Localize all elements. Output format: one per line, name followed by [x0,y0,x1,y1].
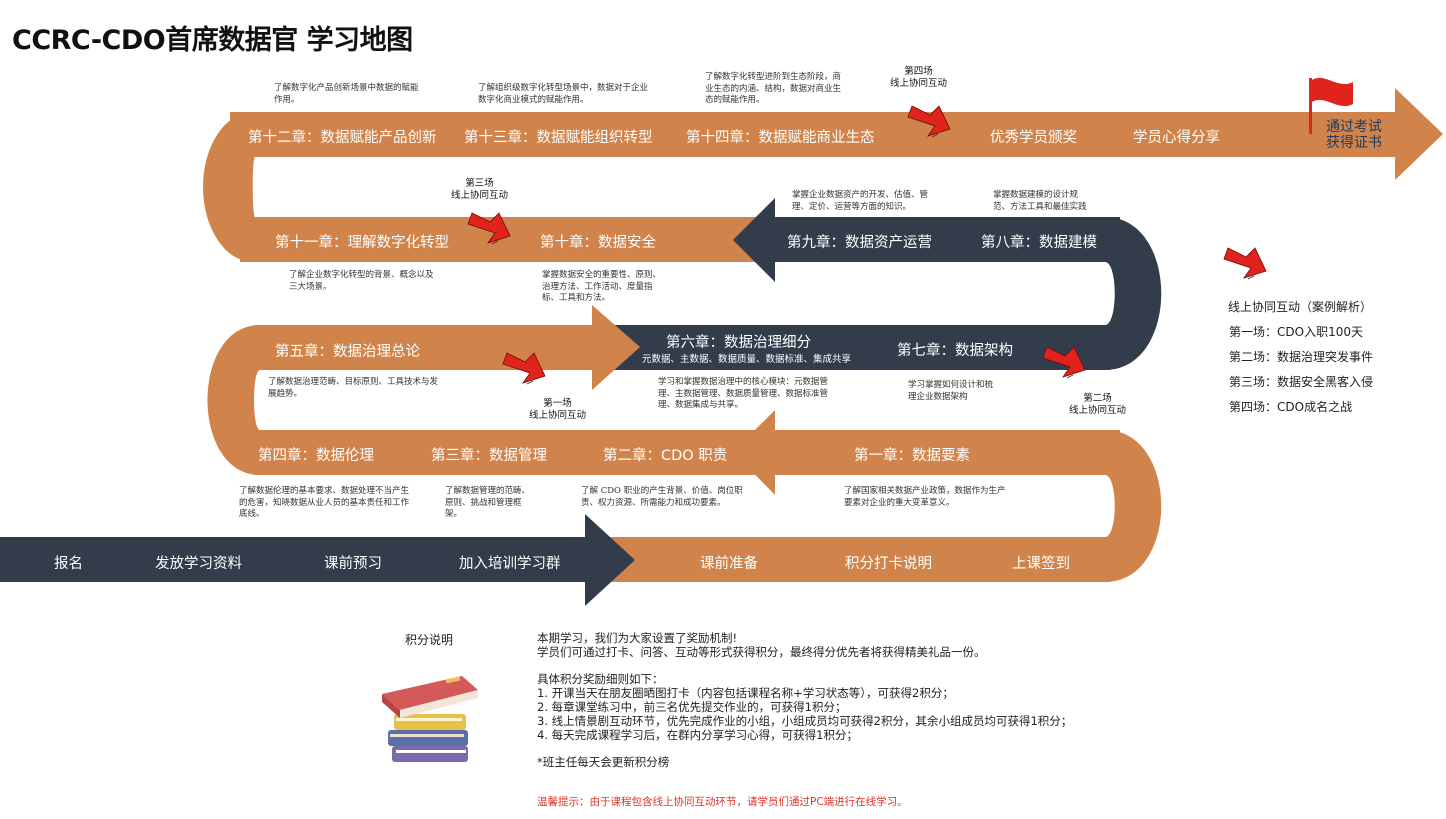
session-2-number: 第二场 [1083,393,1112,404]
points-rule-3: 3. 线上情景剧互动环节，优先完成作业的小组，小组成员均可获得2积分，其余小组成… [537,713,1073,728]
chapter-10-label[interactable]: 第十章：数据安全 [540,235,656,251]
materials-step[interactable]: 发放学习资料 [155,556,242,572]
points-rule-4: 4. 每天完成课程学习后，在群内分享学习心得，可获得1积分； [537,727,858,742]
points-note: *班主任每天会更新积分榜 [537,755,670,770]
chapter-14-desc: 了解数字化转型进阶到生态阶段，商业生态的内涵、结构，数据对商业生态的赋能作用。 [705,72,842,105]
session-legend-title: 线上协同互动（案例解析） [1228,300,1373,314]
session-3-number: 第三场 [465,178,494,189]
chapter-7-label[interactable]: 第七章：数据架构 [897,343,1013,359]
signup-step[interactable]: 报名 [54,556,83,572]
checkin-step[interactable]: 上课签到 [1012,556,1070,572]
chapter-11-desc: 了解企业数字化转型的背景、概念以及三大场景。 [289,270,434,292]
goal-line-2: 获得证书 [1326,135,1382,151]
prep-step[interactable]: 课前准备 [700,556,758,572]
session-2-callout: 第二场 线上协同互动 [1069,393,1126,417]
chapter-1-desc: 了解国家相关数据产业政策，数据作为生产要素对企业的重大变革意义。 [844,486,1006,508]
chapter-8-desc: 掌握数据建模的设计规范、方法工具和最佳实践 [993,190,1087,212]
session-4-type: 线上协同互动 [890,78,948,89]
chapter-12-label[interactable]: 第十二章：数据赋能产品创新 [248,130,437,146]
chapter-9-label[interactable]: 第九章：数据资产运营 [787,235,932,251]
session-legend-item: 第三场：数据安全黑客入侵 [1229,375,1374,389]
award-ceremony-label[interactable]: 优秀学员颁奖 [990,130,1077,146]
books-stack-icon [382,676,478,762]
chapter-8-label[interactable]: 第八章：数据建模 [981,235,1097,251]
session-3-type: 线上协同互动 [451,190,509,201]
chapter-4-label[interactable]: 第四章：数据伦理 [258,448,374,464]
chapter-5-label[interactable]: 第五章：数据治理总论 [275,344,420,360]
chapter-5-desc: 了解数据治理范畴、目标原则、工具技术与发展趋势。 [268,377,439,399]
session-1-number: 第一场 [543,398,572,409]
goal-certificate: 通过考试 获得证书 [1326,119,1382,151]
points-rule-1: 1. 开课当天在朋友圈晒图打卡（内容包括课程名称+学习状态等），可获得2积分； [537,686,954,701]
chapter-2-desc: 了解 CDO 职业的产生背景、价值、岗位职责、权力资源、所需能力和成功要素。 [581,486,743,508]
preview-step[interactable]: 课前预习 [324,556,382,572]
chapter-12-desc: 了解数字化产品创新场景中数据的赋能作用。 [274,83,419,105]
chapter-14-label[interactable]: 第十四章：数据赋能商业生态 [686,130,875,146]
chapter-6-desc: 学习和掌握数据治理中的核心模块：元数据管理、主数据管理、数据质量管理、数据标准管… [658,377,829,410]
join-group-step[interactable]: 加入培训学习群 [459,556,561,572]
chapter-6-subtopics: 元数据、主数据、数据质量、数据标准、集成共享 [642,354,852,365]
chapter-6-label[interactable]: 第六章：数据治理细分 [666,335,811,351]
points-intro-1: 本期学习，我们为大家设置了奖励机制! [537,631,738,645]
session-legend-item: 第一场：CDO入职100天 [1229,325,1363,339]
page-title: CCRC-CDO首席数据官 学习地图 [12,25,413,56]
experience-sharing-label[interactable]: 学员心得分享 [1133,130,1220,146]
session-4-number: 第四场 [904,66,933,77]
chapter-7-desc: 学习掌握如何设计和梳理企业数据架构 [908,380,994,402]
chapter-1-label[interactable]: 第一章：数据要素 [854,448,970,464]
points-rules-title: 具体积分奖励细则如下： [537,672,664,687]
chapter-11-label[interactable]: 第十一章：理解数字化转型 [275,235,449,251]
points-rule-2: 2. 每章课堂练习中，前三名优先提交作业的，可获得1积分； [537,699,847,714]
points-section-label: 积分说明 [405,633,454,647]
session-1-type: 线上协同互动 [529,410,587,421]
session-3-callout: 第三场 线上协同互动 [451,178,508,202]
chapter-3-desc: 了解数据管理的范畴、原则、挑战和管理框架。 [445,486,531,519]
points-intro-2: 学员们可通过打卡、问答、互动等形式获得积分，最终得分优先者将获得精美礼品一份。 [537,644,986,659]
session-1-callout: 第一场 线上协同互动 [529,398,586,422]
warm-tip: 温馨提示：由于课程包含线上协同互动环节，请学员们通过PC端进行在线学习。 [537,796,908,808]
chapter-10-desc: 掌握数据安全的重要性、原则、治理方法、工作活动、度量指标、工具和方法。 [542,270,662,303]
session-legend-item: 第二场：数据治理突发事件 [1229,350,1374,364]
chapter-13-desc: 了解组织级数字化转型场景中，数据对于企业数字化商业模式的赋能作用。 [478,83,649,105]
chapter-2-label[interactable]: 第二章：CDO 职责 [603,448,728,464]
chapter-3-label[interactable]: 第三章：数据管理 [431,448,547,464]
chapter-13-label[interactable]: 第十三章：数据赋能组织转型 [464,130,653,146]
chapter-4-desc: 了解数据伦理的基本要求、数据处理不当产生的危害，知晓数据从业人员的基本责任和工作… [239,486,410,519]
session-2-type: 线上协同互动 [1069,405,1127,416]
chapter-9-desc: 掌握企业数据资产的开发、估值、管理、定价、运营等方面的知识。 [792,190,929,212]
session-legend-item: 第四场：CDO成名之战 [1229,400,1353,414]
session-4-callout: 第四场 线上协同互动 [890,66,947,90]
points-intro-step[interactable]: 积分打卡说明 [845,556,932,572]
goal-line-1: 通过考试 [1326,119,1382,135]
points-rules: 本期学习，我们为大家设置了奖励机制!学员们可通过打卡、问答、互动等形式获得积分，… [537,631,1073,770]
